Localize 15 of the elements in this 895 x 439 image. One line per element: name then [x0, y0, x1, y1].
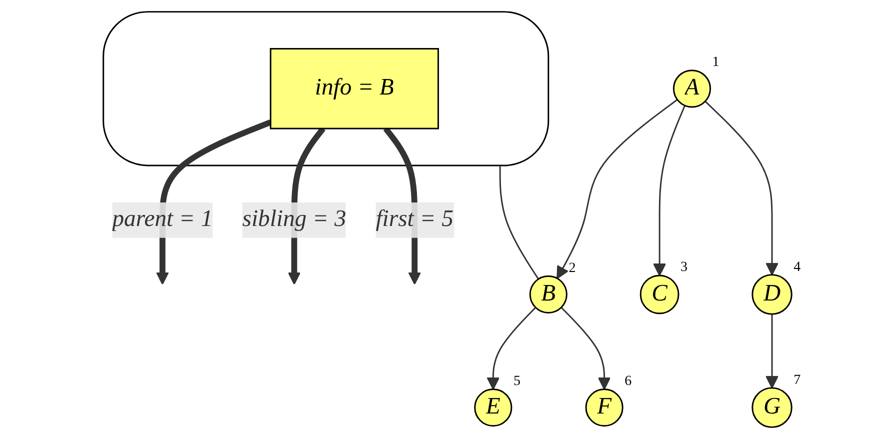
arrow — [486, 307, 536, 390]
tree-node-circle: G — [752, 387, 792, 428]
arrow — [556, 99, 678, 279]
tree-node-circle: C — [640, 274, 680, 314]
connector-line — [499, 165, 540, 280]
arrow — [704, 100, 779, 276]
process-box: info = B — [270, 48, 439, 130]
arrow — [560, 306, 611, 390]
tree-node-circle: E — [474, 388, 512, 427]
tree-node-circle: A — [672, 70, 712, 108]
arrow — [766, 314, 779, 389]
tree-node-circle: D — [752, 274, 792, 315]
tree-node-circle: F — [585, 388, 624, 427]
arrow — [653, 105, 686, 276]
tree-node-circle: B — [529, 275, 568, 314]
